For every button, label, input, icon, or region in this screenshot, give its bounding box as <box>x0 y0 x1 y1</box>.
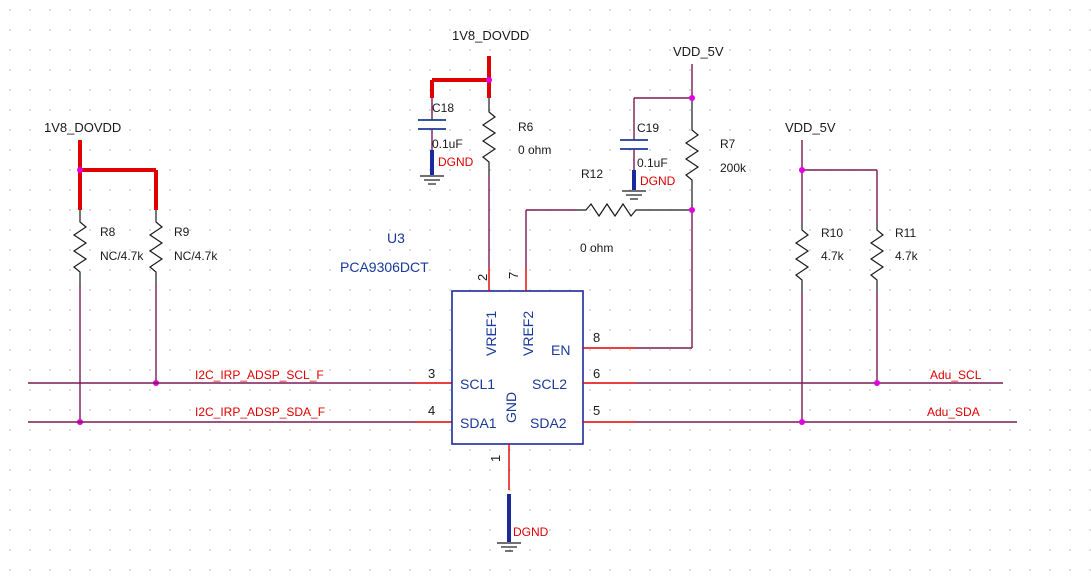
net-vdd-5v-top: VDD_5V <box>673 44 724 59</box>
pin-en: EN <box>551 342 570 358</box>
net-scl-right: Adu_SCL <box>930 368 982 382</box>
pin-vref1: VREF1 <box>483 311 499 356</box>
r12-resistor[interactable] <box>576 202 692 218</box>
junction-r10-sda <box>799 419 805 425</box>
c19-ref: C19 <box>637 121 659 135</box>
left-pullup-group: 1V8_DOVDD R8 NC/4.7k R9 NC/4.7k <box>44 120 218 425</box>
r9-value: NC/4.7k <box>174 249 218 263</box>
c19-value: 0.1uF <box>637 156 668 170</box>
pin-sda1: SDA1 <box>460 415 497 431</box>
pin-scl2: SCL2 <box>532 376 567 392</box>
net-1v8-dovdd-left: 1V8_DOVDD <box>44 120 121 135</box>
pin-num-4: 4 <box>428 403 435 418</box>
r8-ref: R8 <box>100 225 116 239</box>
junction-r11-scl <box>874 380 880 386</box>
net-vdd-5v-right: VDD_5V <box>785 120 836 135</box>
c19-gnd-label: DGND <box>640 174 676 188</box>
r7-resistor[interactable] <box>684 98 700 210</box>
u3-ref: U3 <box>387 230 405 246</box>
r8-value: NC/4.7k <box>100 249 144 263</box>
r9-ref: R9 <box>174 225 190 239</box>
pin-num-3: 3 <box>428 366 435 381</box>
pin-num-1: 1 <box>488 455 503 462</box>
pin-num-6: 6 <box>593 366 600 381</box>
pin-sda2: SDA2 <box>530 415 567 431</box>
r11-resistor[interactable] <box>869 222 885 292</box>
r10-ref: R10 <box>821 226 843 240</box>
r11-value: 4.7k <box>895 249 919 263</box>
junction-r8-top <box>77 167 83 173</box>
c18-gnd-label: DGND <box>438 155 474 169</box>
r6-resistor[interactable] <box>481 98 497 176</box>
r9-resistor[interactable] <box>148 210 164 285</box>
right-pullup-group: Adu_SCL Adu_SDA VDD_5V R10 4.7k R11 4.7k <box>636 120 1017 425</box>
u3-body <box>451 290 584 445</box>
pin-num-8: 8 <box>593 330 600 345</box>
net-sda-left: I2C_IRP_ADSP_SDA_F <box>195 405 325 419</box>
u3-ic[interactable]: U3 PCA9306DCT 2 7 8 6 5 3 4 1 VREF1 VREF… <box>340 230 636 552</box>
left-bus-lines: I2C_IRP_ADSP_SCL_F I2C_IRP_ADSP_SDA_F <box>28 368 452 423</box>
r12-ref: R12 <box>581 167 603 181</box>
r7-value: 200k <box>720 161 747 175</box>
junction-r12-r7 <box>689 207 695 213</box>
r8-resistor[interactable] <box>72 210 88 285</box>
u3-part: PCA9306DCT <box>340 259 429 275</box>
pin-scl1: SCL1 <box>460 376 495 392</box>
r6-ref: R6 <box>518 120 534 134</box>
pin-num-7: 7 <box>506 272 521 279</box>
r12-value: 0 ohm <box>580 241 613 255</box>
vref2-supply-group: VDD_5V C19 0.1uF DGND R7 200k R12 0 ohm <box>525 44 747 349</box>
r6-value: 0 ohm <box>518 143 551 157</box>
r10-value: 4.7k <box>821 249 845 263</box>
junction-r6-top <box>486 77 492 83</box>
r10-resistor[interactable] <box>794 222 810 292</box>
c18-value: 0.1uF <box>432 137 463 151</box>
pin-num-5: 5 <box>593 403 600 418</box>
pin-gnd: GND <box>503 392 519 423</box>
r7-ref: R7 <box>720 137 736 151</box>
pin-num-2: 2 <box>475 274 490 281</box>
u3-gnd-label: DGND <box>513 525 549 539</box>
r11-ref: R11 <box>895 226 916 240</box>
pin-vref2: VREF2 <box>520 311 536 356</box>
net-sda-right: Adu_SDA <box>927 405 980 419</box>
net-scl-left: I2C_IRP_ADSP_SCL_F <box>195 368 324 382</box>
junction-c19-top <box>689 95 695 101</box>
net-1v8-dovdd-top: 1V8_DOVDD <box>452 28 529 43</box>
vref1-supply-group: 1V8_DOVDD C18 0.1uF DGND R6 0 ohm <box>418 28 551 268</box>
c18-ref: C18 <box>432 101 454 115</box>
junction-r10-top <box>799 167 805 173</box>
